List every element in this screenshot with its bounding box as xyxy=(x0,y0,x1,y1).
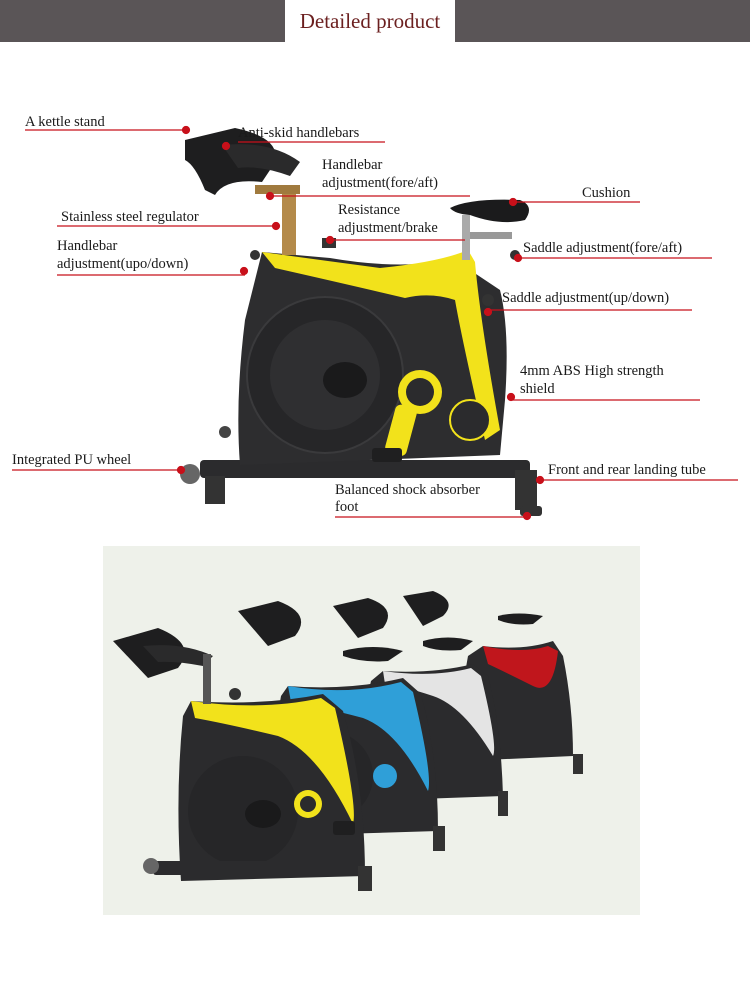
callout-pu-wheel: Integrated PU wheel xyxy=(12,452,132,468)
callout-resistance-1: Resistance xyxy=(338,202,401,218)
callout-kettle-stand: A kettle stand xyxy=(25,114,105,130)
landing-tubes xyxy=(180,426,542,516)
callout-cushion: Cushion xyxy=(582,185,631,201)
callout-resistance-2: adjustment/brake xyxy=(338,220,438,236)
callout-shock-foot-2: foot xyxy=(335,499,359,515)
callout-saddle-fore-aft: Saddle adjustment(fore/aft) xyxy=(523,240,683,256)
bike-diagram xyxy=(12,125,738,521)
bike-lineup-illustration xyxy=(113,591,583,891)
callout-handlebar-up-down-2: adjustment(upo/down) xyxy=(57,256,189,272)
callout-handlebar-fore-aft-1: Handlebar xyxy=(322,157,383,173)
callout-stainless-regulator: Stainless steel regulator xyxy=(61,209,199,225)
page-title: Detailed product xyxy=(285,0,455,42)
saddle xyxy=(450,199,529,223)
bike-yellow xyxy=(113,628,372,891)
yellow-frame xyxy=(262,250,500,440)
callout-handlebar-up-down-1: Handlebar xyxy=(57,238,118,254)
callout-shock-foot-1: Balanced shock absorber xyxy=(335,482,480,498)
callout-saddle-up-down: Saddle adjustment(up/down) xyxy=(502,290,670,306)
callout-landing-tube: Front and rear landing tube xyxy=(548,462,706,478)
product-lineup-photo xyxy=(103,546,640,915)
callout-handlebar-fore-aft-2: adjustment(fore/aft) xyxy=(322,175,438,191)
callout-lines xyxy=(12,125,738,521)
callout-abs-shield-1: 4mm ABS High strength xyxy=(520,363,664,379)
callout-anti-skid-handlebars: Anti-skid handlebars xyxy=(238,125,360,141)
callout-abs-shield-2: shield xyxy=(520,381,555,397)
